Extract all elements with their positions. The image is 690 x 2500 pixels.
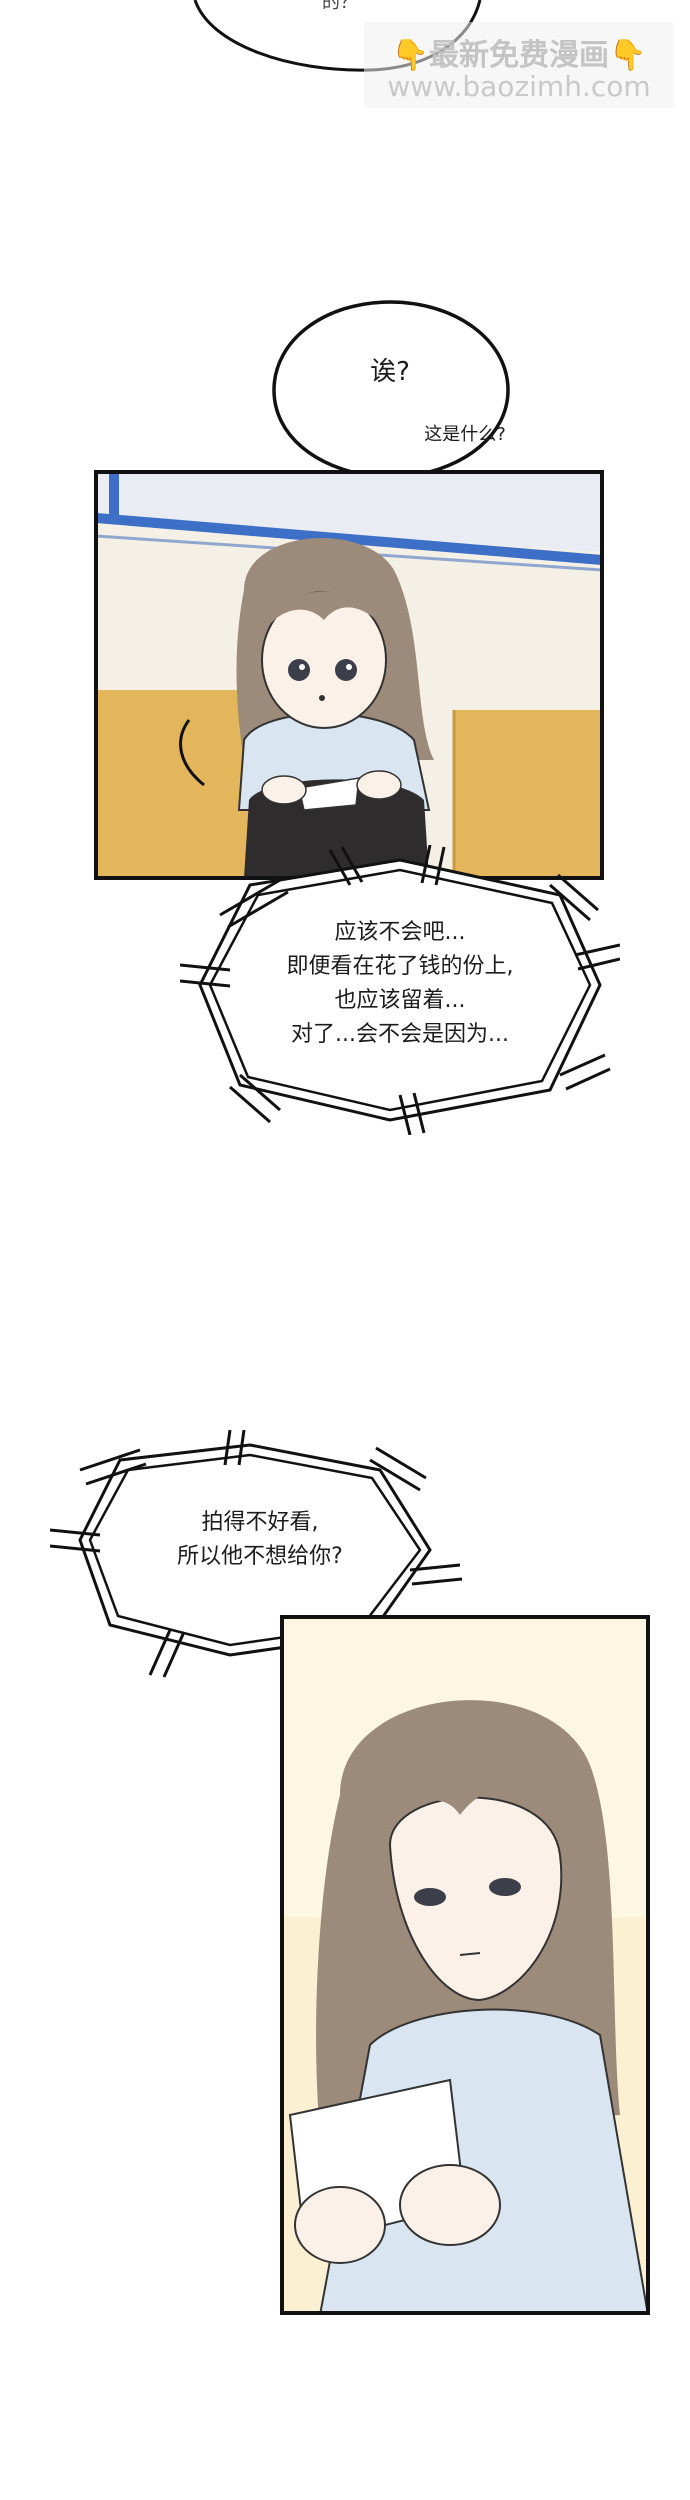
thought-burst-1-line-4: 对了...会不会是因为...: [291, 1022, 509, 1047]
panel-1-girl-on-bench: [94, 470, 604, 880]
top-bubble-fragment-text: 的？: [322, 0, 358, 13]
panel-2-woman-holding-photo: [280, 1615, 650, 2315]
watermark-line1: 👇最新免费漫画👇: [364, 30, 674, 74]
thought-burst-2-line-1: 拍得不好看,: [201, 1510, 319, 1535]
thought-burst-1: [180, 845, 620, 1135]
watermark-title: 最新免费漫画: [429, 38, 609, 73]
pointing-hand-icon: 👇: [391, 38, 429, 73]
speech-bubble-1-text: 诶?: [370, 357, 410, 387]
pointing-hand-icon: 👇: [609, 38, 647, 73]
watermark-url: www.baozimh.com: [387, 70, 651, 103]
thought-burst-1-line-1: 应该不会吧...: [334, 920, 466, 945]
speech-bubble-1-aside: 这是什么?: [424, 424, 506, 445]
site-watermark: 👇最新免费漫画👇 www.baozimh.com: [364, 22, 674, 108]
thought-burst-1-line-2: 即便看在花了钱的份上,: [286, 954, 514, 979]
thought-burst-2-line-2: 所以他不想给你?: [177, 1544, 343, 1569]
thought-burst-1-line-3: 也应该留着...: [334, 988, 466, 1013]
